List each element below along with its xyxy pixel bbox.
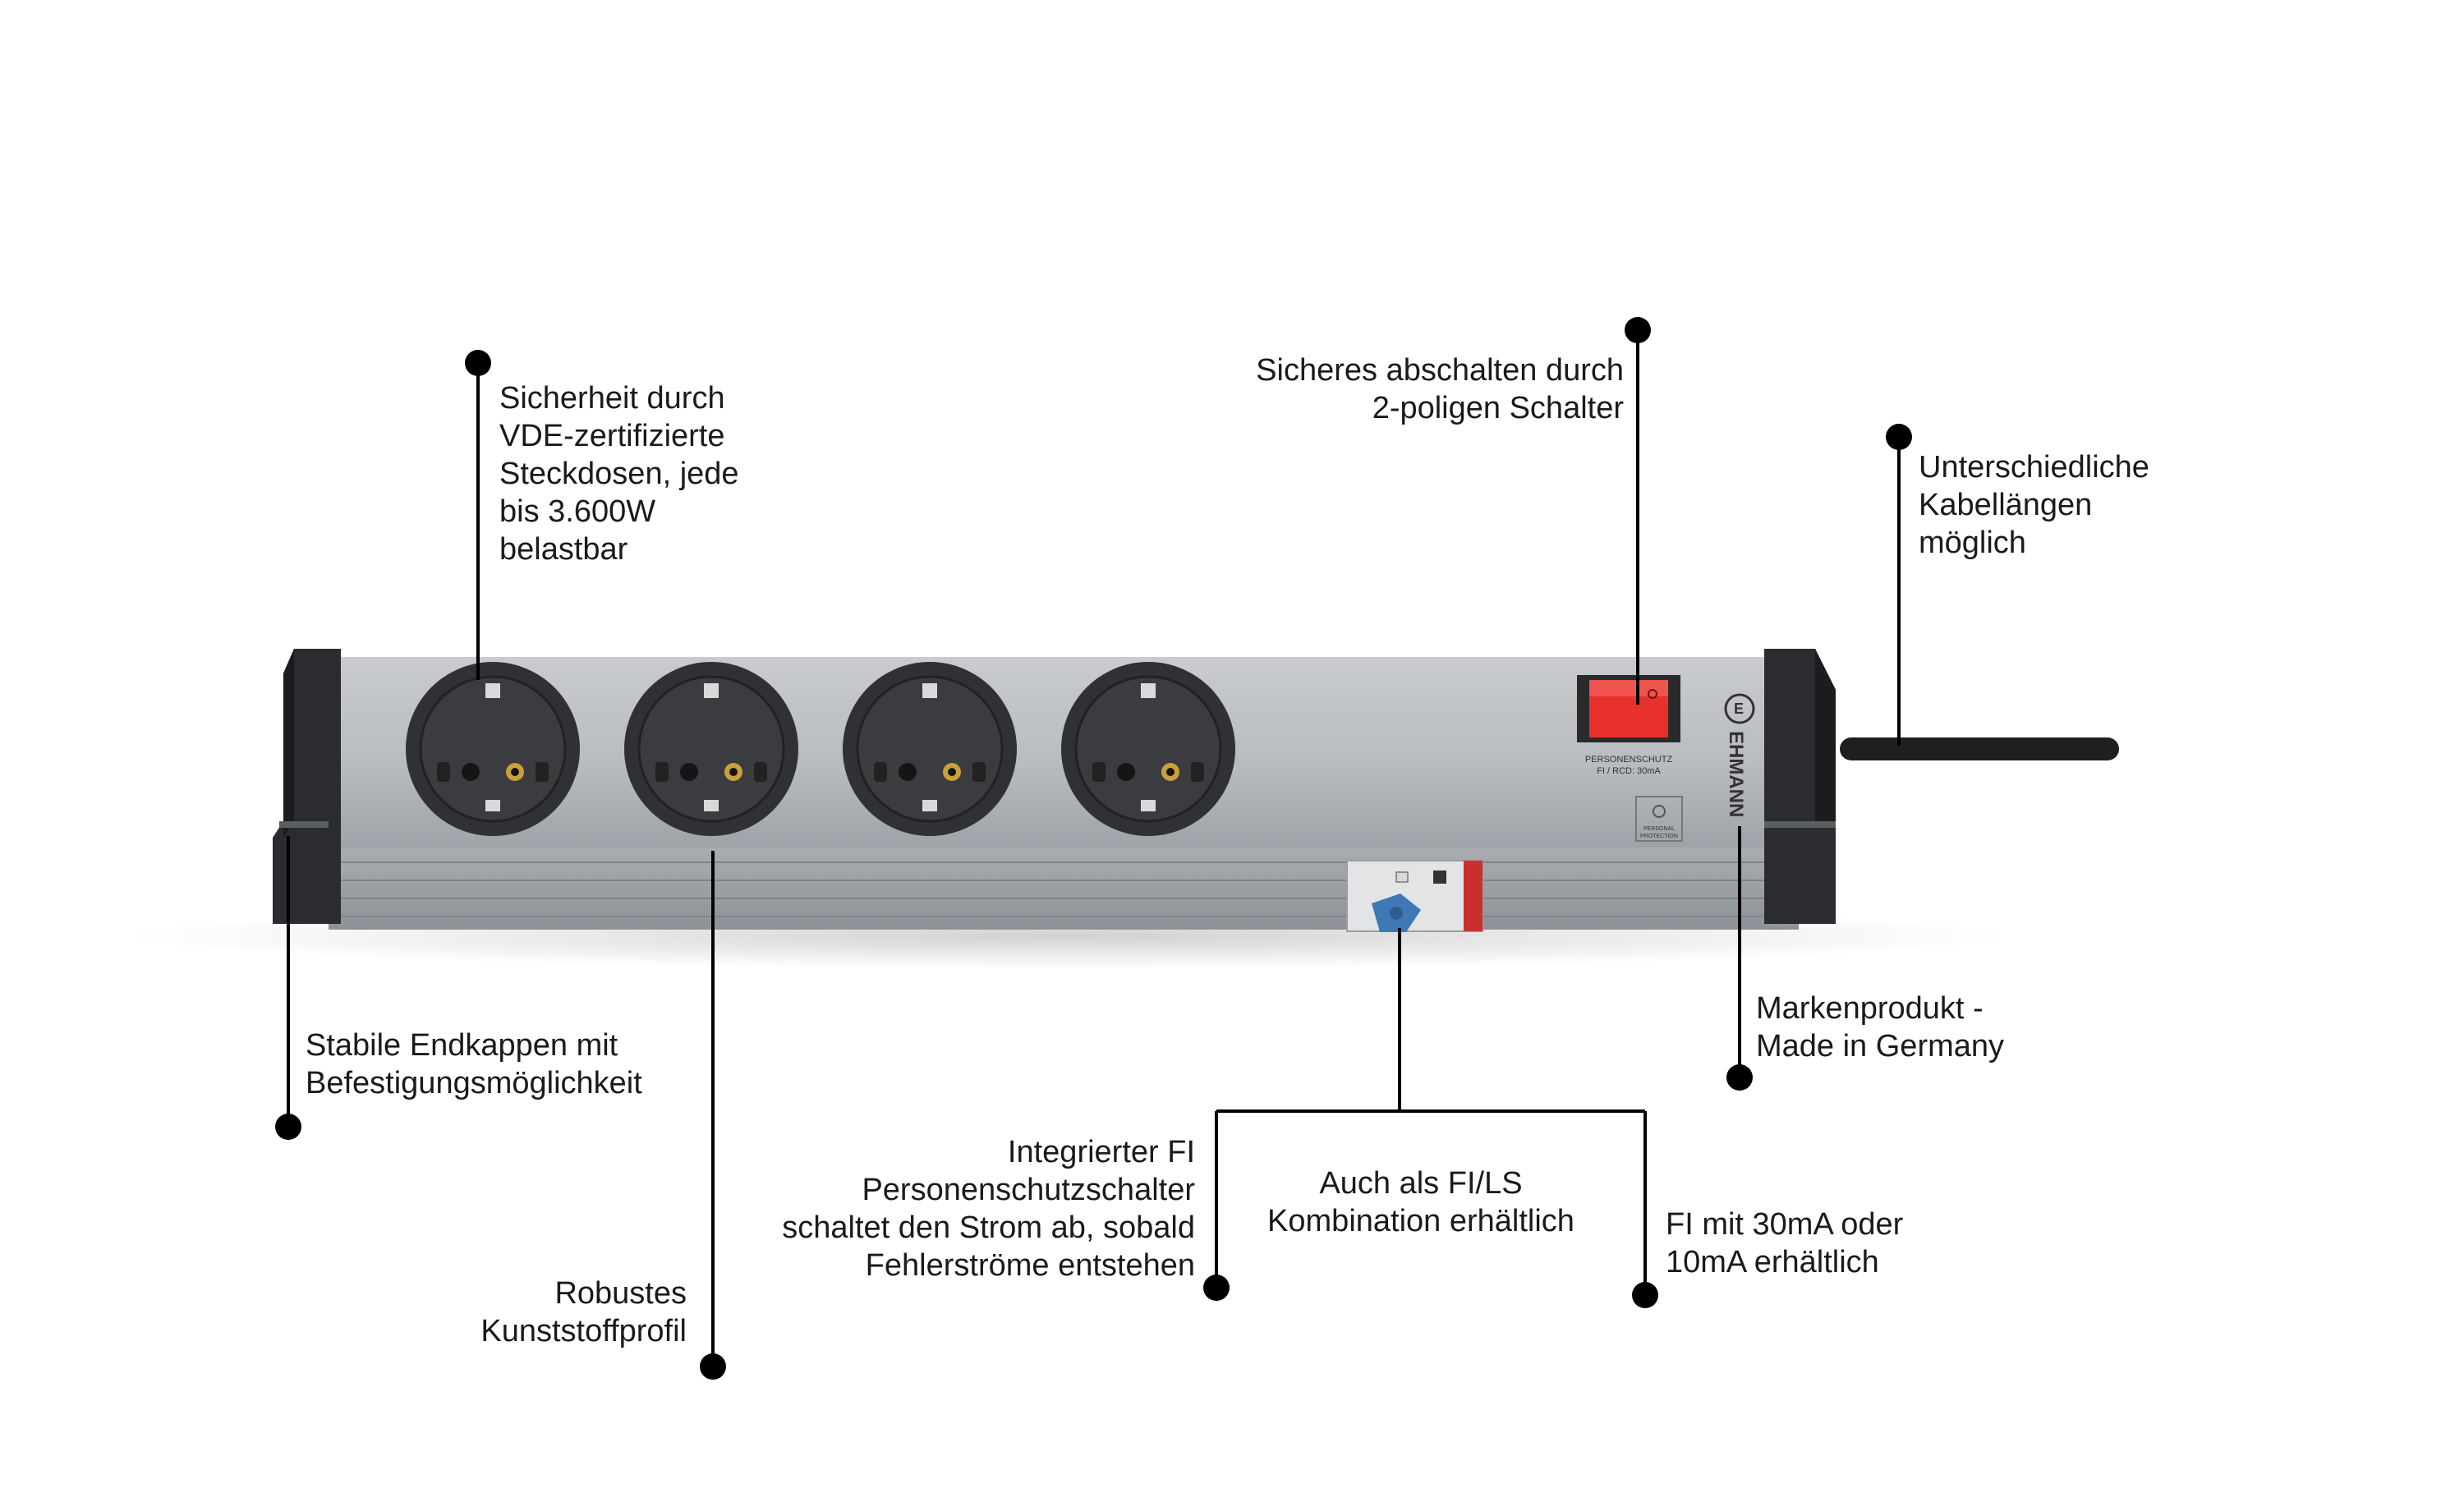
- socket-2: [624, 662, 798, 836]
- callout-dots: [275, 317, 1912, 1380]
- callout-fi-ma: FI mit 30mA oder 10mA erhältlich: [1666, 1207, 1904, 1279]
- left-endcap: [273, 649, 341, 924]
- svg-text:PERSONAL: PERSONAL: [1643, 826, 1675, 832]
- callout-leaders: [287, 330, 1901, 1367]
- right-endcap: [1764, 649, 1836, 924]
- switch-label-line1: PERSONENSCHUTZ: [1585, 755, 1673, 765]
- personal-protection-badge: PERSONAL PROTECTION: [1635, 796, 1683, 842]
- two-pole-switch: PERSONENSCHUTZ FI / RCD: 30mA: [1577, 675, 1680, 776]
- brand-name: EHMANN: [1725, 731, 1747, 817]
- socket-4: [1061, 662, 1235, 836]
- callout-brand-product: Markenprodukt - Made in Germany: [1756, 991, 2005, 1063]
- callout-plastic-profile: Robustes Kunststoffprofil: [480, 1276, 687, 1348]
- callout-vde-sockets: Sicherheit durch VDE-zertifizierte Steck…: [499, 381, 739, 567]
- callout-fi-ls-combination: Auch als FI/LS Kombination erhältlich: [1267, 1166, 1574, 1238]
- svg-text:PROTECTION: PROTECTION: [1640, 834, 1678, 839]
- ehmann-logo: E EHMANN: [1724, 693, 1755, 817]
- callout-two-pole-switch: Sicheres abschalten durch 2-poligen Scha…: [1256, 353, 1624, 425]
- svg-text:E: E: [1734, 701, 1744, 717]
- callout-endcaps: Stabile Endkappen mit Befestigungsmöglic…: [306, 1028, 642, 1100]
- power-cable: [1840, 737, 2119, 760]
- socket-3: [843, 662, 1017, 836]
- fi-module: [1346, 860, 1483, 932]
- callout-integrated-fi: Integrierter FI Personenschutzschalter s…: [782, 1135, 1195, 1283]
- switch-label-line2: FI / RCD: 30mA: [1597, 766, 1661, 776]
- socket-row: [406, 662, 1235, 836]
- socket-1: [406, 662, 580, 836]
- callout-cable-lengths: Unterschiedliche Kabellängen möglich: [1919, 450, 2149, 560]
